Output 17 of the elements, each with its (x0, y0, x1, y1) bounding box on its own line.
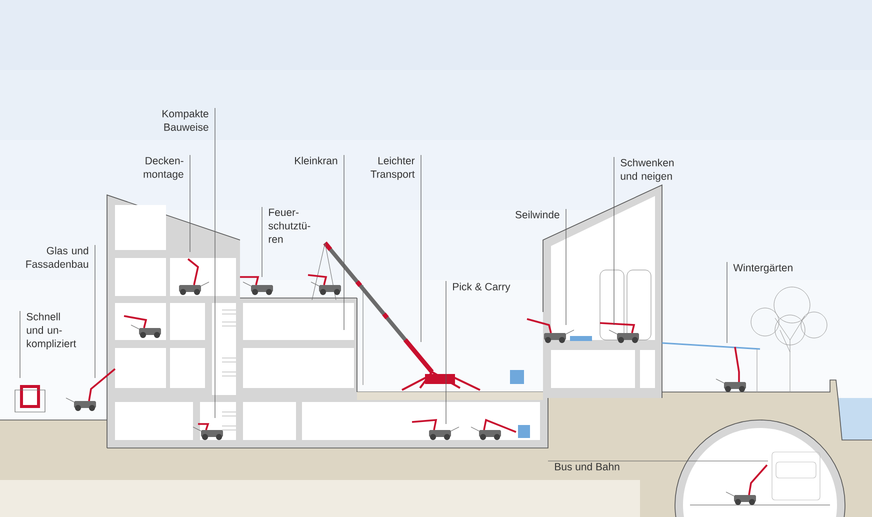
callout-label: Schwenken und neigen (620, 158, 674, 182)
callout-label: Wintergärten (733, 264, 792, 274)
callout-label: Schnell und un-kompliziert (26, 312, 76, 350)
callout-label: Pick & Carry (453, 282, 510, 292)
callout-label: Decken-montage (144, 156, 184, 180)
callout-label: Kleinkran (295, 156, 338, 164)
callout-label: Feuer-schutztü-ren (268, 208, 310, 243)
callout-label: Bus und Bahn (555, 462, 620, 470)
leader-line (214, 108, 216, 418)
callout-label: Kompakte Bauweise (162, 110, 208, 131)
callout-label: Glas und Fassadenbau (26, 246, 88, 268)
leader-line (548, 460, 768, 462)
callout-label: Seilwinde (516, 210, 560, 218)
leader-line (94, 244, 96, 378)
leader-line (420, 154, 422, 342)
callout-label: Leichter Transport (370, 156, 415, 180)
leader-line (726, 262, 728, 344)
